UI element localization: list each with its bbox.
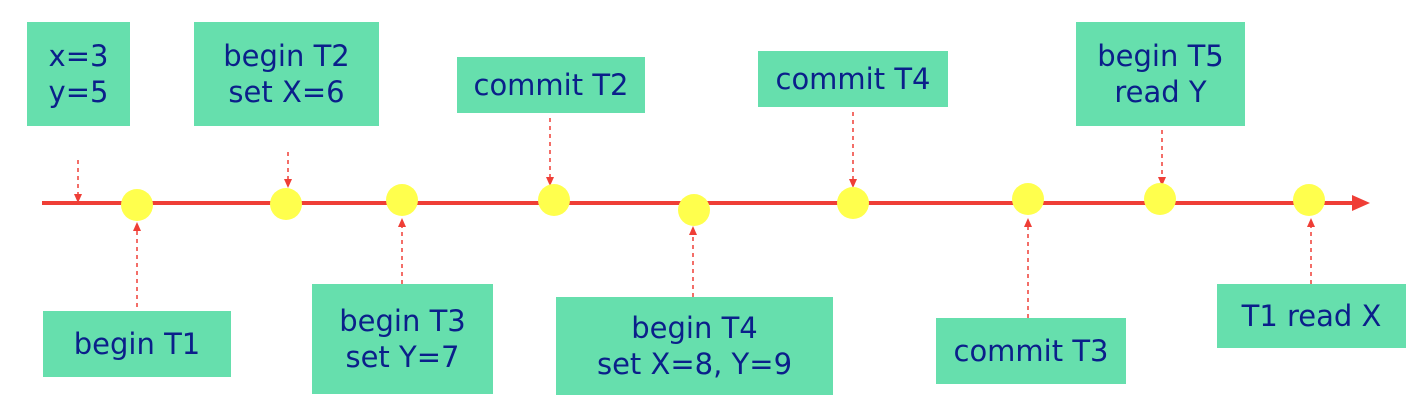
begin-t4-box: begin T4 set X=8, Y=9: [556, 297, 833, 395]
begin-t2-line-1: begin T2: [223, 39, 350, 73]
begin-t5-box: begin T5 read Y: [1076, 22, 1245, 126]
event-point-begin-t2: [270, 188, 302, 220]
begin-t3-line-2: set Y=7: [345, 340, 460, 374]
begin-t1-box: begin T1: [43, 311, 231, 377]
begin-t3-line-1: begin T3: [339, 304, 466, 338]
begin-t5-line-2: read Y: [1114, 75, 1207, 109]
t1-read-line-1: T1 read X: [1241, 299, 1382, 333]
begin-t2-line-2: set X=6: [228, 75, 345, 109]
initial-values-box: x=3 y=5: [27, 22, 130, 126]
begin-t4-line-1: begin T4: [631, 311, 758, 345]
t1-read-box: T1 read X: [1217, 284, 1406, 348]
begin-t3-box: begin T3 set Y=7: [312, 284, 493, 394]
event-point-commit-t3: [1012, 183, 1044, 215]
event-point-begin-t4: [678, 194, 710, 226]
commit-t4-box: commit T4: [758, 51, 948, 107]
begin-t2-box: begin T2 set X=6: [194, 22, 379, 126]
initial-values-line-1: x=3: [48, 39, 109, 73]
commit-t2-box: commit T2: [457, 57, 645, 113]
begin-t4-line-2: set X=8, Y=9: [596, 347, 793, 381]
commit-t4-line-1: commit T4: [775, 62, 931, 96]
event-point-t1-read: [1293, 184, 1325, 216]
begin-t1-line-1: begin T1: [73, 327, 201, 361]
event-point-commit-t2: [538, 184, 570, 216]
event-point-begin-t3: [386, 184, 418, 216]
initial-values-line-2: y=5: [48, 75, 109, 109]
event-point-begin-t1: [121, 189, 153, 221]
event-point-begin-t5: [1144, 183, 1176, 215]
commit-t2-line-1: commit T2: [473, 68, 629, 102]
commit-t3-line-1: commit T3: [953, 334, 1109, 368]
begin-t5-line-1: begin T5: [1097, 39, 1224, 73]
event-point-commit-t4: [837, 187, 869, 219]
commit-t3-box: commit T3: [936, 318, 1126, 384]
